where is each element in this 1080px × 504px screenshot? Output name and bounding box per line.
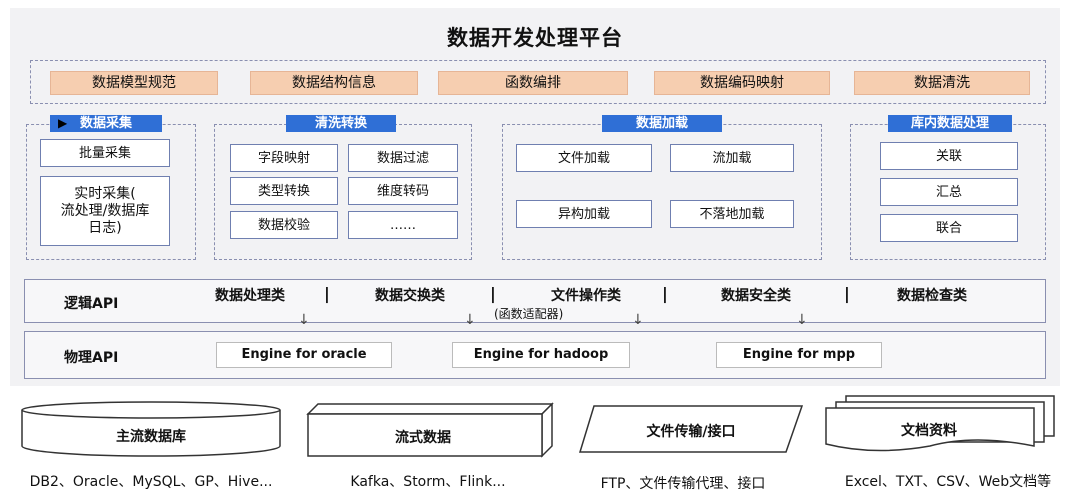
file-transfer-parallelogram-icon (578, 405, 804, 453)
arrow-down-icon: ↓ (632, 312, 644, 328)
logic-api-separator-1: | (324, 284, 330, 303)
group-inner-tag: 库内数据处理 (888, 115, 1012, 132)
load-file: 文件加载 (516, 144, 652, 172)
load-heterogeneous: 异构加载 (516, 200, 652, 228)
source-file-transfer-title: 文件传输/接口 (646, 424, 736, 440)
inner-union: 联合 (880, 214, 1018, 242)
group-collect-tag: 数据采集 (50, 115, 162, 132)
stream-box-icon (306, 402, 554, 458)
logic-api-bar (24, 279, 1046, 323)
top-item-structure-info: 数据结构信息 (250, 71, 418, 95)
clean-data-filter: 数据过滤 (348, 144, 458, 172)
logic-api-separator-3: | (662, 284, 668, 303)
arrow-down-icon: ↓ (796, 312, 808, 328)
page-title: 数据开发处理平台 (447, 26, 623, 50)
top-item-function-orchestration: 函数编排 (438, 71, 628, 95)
engine-hadoop: Engine for hadoop (452, 342, 630, 368)
source-documents-desc: Excel、TXT、CSV、Web文档等 (844, 474, 1052, 490)
load-stream: 流加载 (670, 144, 794, 172)
source-file-transfer-desc: FTP、文件传输代理、接口 (600, 476, 766, 492)
logic-api-label: 逻辑API (64, 296, 119, 312)
logic-api-processing: 数据处理类 (215, 288, 285, 304)
platform-canvas: 数据开发处理平台 数据模型规范 数据结构信息 函数编排 数据编码映射 数据清洗 … (10, 8, 1060, 386)
collect-batch: 批量采集 (40, 139, 170, 167)
top-item-data-cleaning: 数据清洗 (854, 71, 1030, 95)
physical-api-label: 物理API (64, 350, 119, 366)
engine-oracle: Engine for oracle (216, 342, 392, 368)
inner-aggregate: 汇总 (880, 178, 1018, 206)
load-non-landing: 不落地加载 (670, 200, 794, 228)
document-stack-icon (825, 395, 1055, 452)
group-clean-tag: 清洗转换 (286, 115, 396, 132)
clean-dimension-transcode: 维度转码 (348, 177, 458, 205)
clean-field-mapping: 字段映射 (230, 144, 338, 172)
database-cylinder-icon (21, 401, 281, 457)
top-item-code-mapping: 数据编码映射 (654, 71, 830, 95)
source-database-desc: DB2、Oracle、MySQL、GP、Hive... (29, 474, 273, 490)
inner-join: 关联 (880, 142, 1018, 170)
top-row-container (30, 60, 1046, 104)
logic-api-exchange: 数据交换类 (375, 288, 445, 304)
cursor-arrow-icon: ▶ (58, 116, 68, 130)
source-database-title: 主流数据库 (116, 429, 186, 445)
logic-api-check: 数据检查类 (897, 288, 967, 304)
group-load-tag: 数据加载 (602, 115, 722, 132)
arrow-down-icon: ↓ (464, 312, 476, 328)
source-stream-title: 流式数据 (395, 430, 451, 446)
logic-api-separator-4: | (844, 284, 850, 303)
logic-api-note: (函数适配器) (494, 307, 564, 321)
logic-api-separator-2: | (490, 284, 496, 303)
engine-mpp: Engine for mpp (716, 342, 882, 368)
top-item-model-spec: 数据模型规范 (50, 71, 218, 95)
clean-type-convert: 类型转换 (230, 177, 338, 205)
arrow-down-icon: ↓ (298, 312, 310, 328)
collect-realtime: 实时采集( 流处理/数据库 日志) (40, 176, 170, 246)
logic-api-file-ops: 文件操作类 (551, 288, 621, 304)
source-stream-desc: Kafka、Storm、Flink... (350, 474, 506, 490)
clean-data-validate: 数据校验 (230, 211, 338, 239)
logic-api-security: 数据安全类 (721, 288, 791, 304)
source-documents-title: 文档资料 (901, 423, 957, 439)
clean-more: …… (348, 211, 458, 239)
